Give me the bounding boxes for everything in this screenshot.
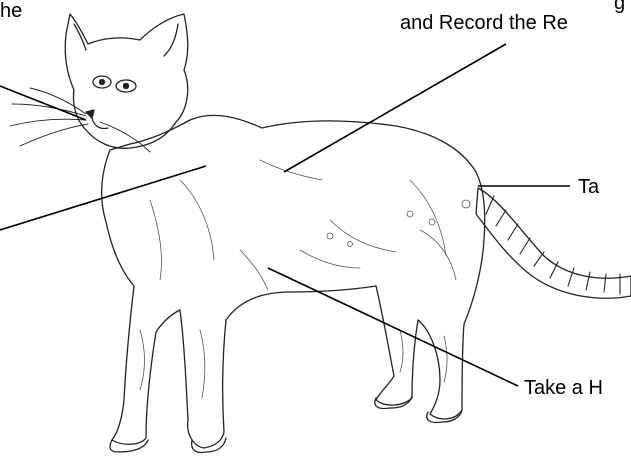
leader-line-back xyxy=(284,44,506,172)
label-top-left-fragment: he xyxy=(0,0,22,22)
cat-fur-marks xyxy=(140,160,470,398)
leader-line-nose xyxy=(0,86,86,120)
cat-right-ear-inner xyxy=(164,24,178,56)
cat-tail-stripes xyxy=(486,196,620,294)
label-right-middle: Ta xyxy=(578,176,599,198)
cat-head xyxy=(65,14,188,148)
cat-tail xyxy=(476,188,631,298)
cat-mouth xyxy=(92,118,108,129)
label-top-right-line1: g xyxy=(614,0,625,14)
label-bottom-right: Take a H xyxy=(524,377,603,399)
cat-body xyxy=(102,115,485,448)
cat-paws xyxy=(110,396,462,453)
label-top-right-line2: and Record the Re xyxy=(400,12,568,34)
cat-nose xyxy=(86,110,94,118)
